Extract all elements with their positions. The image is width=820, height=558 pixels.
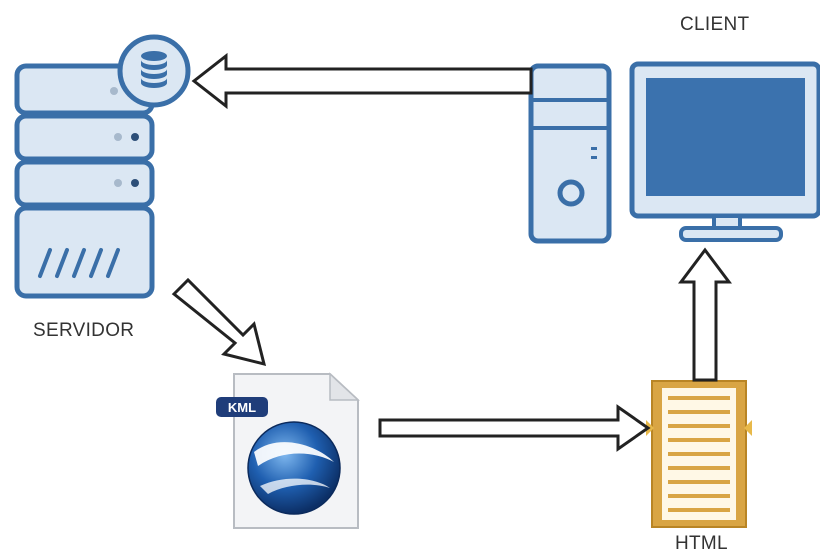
desktop-tower-icon (528, 63, 612, 244)
server-rack-icon (14, 63, 155, 299)
arrow-client-to-server (191, 52, 533, 110)
client-label: CLIENT (680, 14, 750, 35)
arrow-server-to-kml (171, 277, 267, 367)
database-icon (117, 34, 191, 108)
google-earth-globe-icon (247, 421, 341, 515)
html-document-icon (646, 380, 752, 528)
monitor-icon (629, 61, 820, 242)
arrow-html-to-client (678, 247, 732, 382)
server-label: SERVIDOR (33, 320, 135, 341)
arrow-kml-to-html (378, 404, 651, 452)
html-label: HTML (675, 533, 728, 554)
kml-badge-label: KML (228, 400, 256, 415)
